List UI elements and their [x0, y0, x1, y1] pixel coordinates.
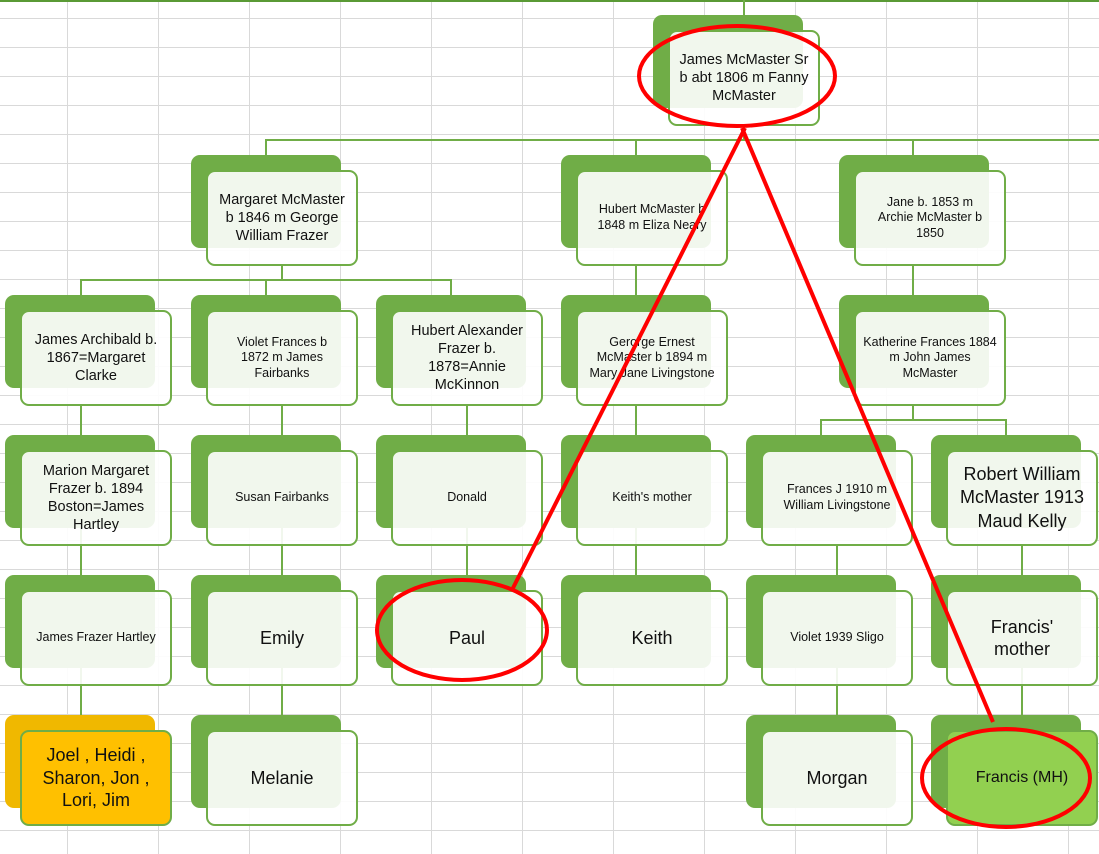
person-name: Margaret McMaster b 1846 m George Willia…	[219, 191, 345, 245]
person-node[interactable]: Robert William McMaster 1913 Maud Kelly	[931, 435, 1098, 546]
connector	[80, 279, 82, 295]
person-node[interactable]: Frances J 1910 m William Livingstone	[746, 435, 913, 546]
person-node[interactable]: Marion Margaret Frazer b. 1894 Boston=Ja…	[5, 435, 172, 546]
connector	[912, 406, 914, 420]
sheet-top-border	[0, 0, 1099, 2]
person-node-highlighted[interactable]: Francis (MH)	[931, 715, 1098, 826]
person-node[interactable]: Francis' mother	[931, 575, 1098, 686]
person-name: Morgan	[806, 767, 868, 788]
connector	[912, 139, 914, 155]
connector	[820, 419, 1007, 421]
person-node[interactable]: James Frazer Hartley	[5, 575, 172, 686]
connector	[1005, 419, 1007, 435]
person-node[interactable]: Keith	[561, 575, 728, 686]
person-node[interactable]: Margaret McMaster b 1846 m George Willia…	[191, 155, 358, 266]
person-node[interactable]: Hubert Alexander Frazer b. 1878=Annie Mc…	[376, 295, 543, 406]
connector	[281, 406, 283, 715]
person-name: Francis (MH)	[975, 769, 1069, 786]
person-name: Emily	[260, 627, 304, 648]
connector	[265, 139, 267, 155]
person-name: Hubert McMaster b 1848 m Eliza Neary	[597, 202, 707, 232]
person-node[interactable]: Keith's mother	[561, 435, 728, 546]
person-name: Melanie	[250, 767, 314, 788]
connector	[265, 139, 1099, 141]
person-node[interactable]: Jane b. 1853 m Archie McMaster b 1850	[839, 155, 1006, 266]
person-name: Jane b. 1853 m Archie McMaster b 1850	[877, 194, 983, 240]
person-name: Paul	[448, 627, 486, 648]
person-node[interactable]: Morgan	[746, 715, 913, 826]
person-node[interactable]: James McMaster Sr b abt 1806 m Fanny McM…	[653, 15, 820, 126]
person-name: James Frazer Hartley	[36, 630, 156, 645]
connector	[265, 279, 267, 295]
person-name: Keith's mother	[612, 490, 692, 505]
person-name: James McMaster Sr b abt 1806 m Fanny McM…	[679, 51, 809, 105]
person-name: Marion Margaret Frazer b. 1894 Boston=Ja…	[42, 462, 150, 534]
person-node[interactable]: Violet Frances b 1872 m James Fairbanks	[191, 295, 358, 406]
person-name: Violet Frances b 1872 m James Fairbanks	[236, 334, 328, 380]
person-name: Robert William McMaster 1913 Maud Kelly	[959, 463, 1085, 531]
person-node[interactable]: James Archibald b. 1867=Margaret Clarke	[5, 295, 172, 406]
person-node[interactable]: Katherine Frances 1884 m John James McMa…	[839, 295, 1006, 406]
person-name: Joel , Heidi , Sharon, Jon , Lori, Jim	[42, 745, 150, 811]
person-name: Gerorge Ernest McMaster b 1894 m Mary Ja…	[589, 334, 715, 380]
person-node-highlighted[interactable]: Joel , Heidi , Sharon, Jon , Lori, Jim	[5, 715, 172, 826]
person-name: Susan Fairbanks	[235, 490, 329, 505]
person-node[interactable]: Paul	[376, 575, 543, 686]
connector	[281, 266, 283, 280]
connector	[912, 266, 914, 295]
person-name: James Archibald b. 1867=Margaret Clarke	[34, 331, 158, 385]
connector	[635, 266, 637, 295]
person-node[interactable]: Melanie	[191, 715, 358, 826]
person-node[interactable]: Violet 1939 Sligo	[746, 575, 913, 686]
person-node[interactable]: Emily	[191, 575, 358, 686]
connector	[743, 126, 745, 140]
person-node[interactable]: Hubert McMaster b 1848 m Eliza Neary	[561, 155, 728, 266]
connector	[450, 279, 452, 295]
connector	[80, 406, 82, 715]
person-name: Hubert Alexander Frazer b. 1878=Annie Mc…	[410, 322, 524, 394]
person-name: Donald	[447, 490, 487, 505]
person-name: Keith	[631, 627, 673, 648]
connector	[820, 419, 822, 435]
connector	[743, 0, 745, 15]
person-name: Katherine Frances 1884 m John James McMa…	[863, 334, 997, 380]
person-name: Frances J 1910 m William Livingstone	[783, 482, 891, 512]
person-name: Violet 1939 Sligo	[790, 630, 884, 645]
person-node[interactable]: Gerorge Ernest McMaster b 1894 m Mary Ja…	[561, 295, 728, 406]
person-node[interactable]: Susan Fairbanks	[191, 435, 358, 546]
person-node[interactable]: Donald	[376, 435, 543, 546]
connector	[635, 139, 637, 155]
person-name: Francis' mother	[990, 616, 1054, 660]
